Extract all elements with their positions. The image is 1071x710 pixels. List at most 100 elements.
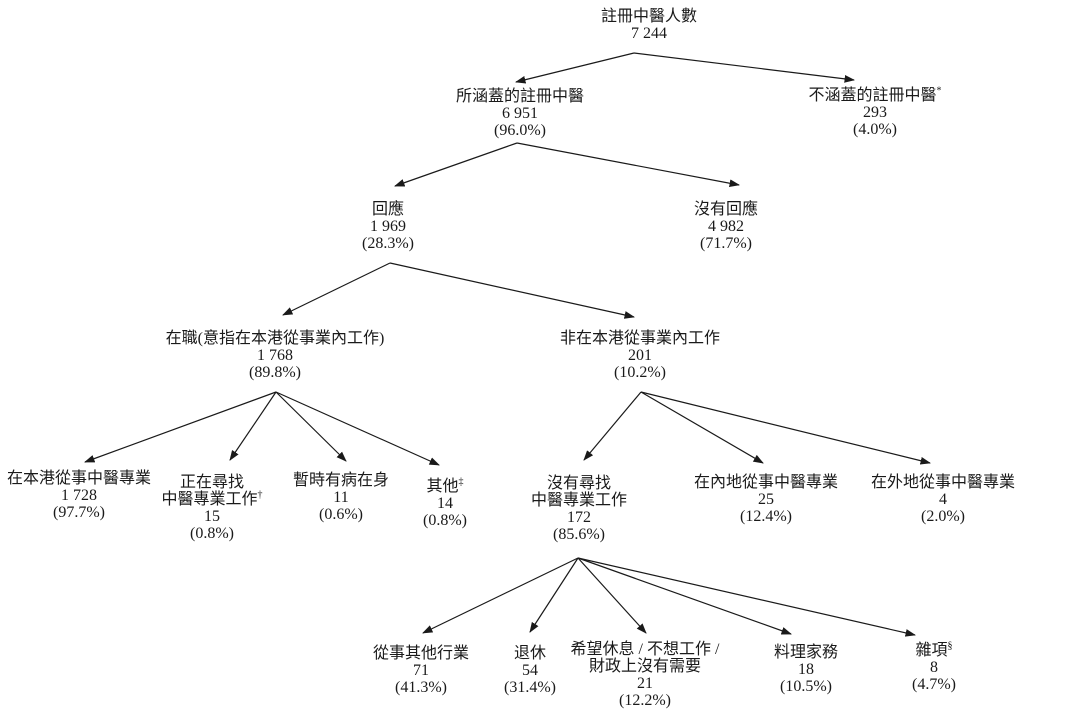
node-percent: (12.2%): [619, 692, 671, 709]
node-label: 在本港從事中醫專業: [6, 470, 152, 487]
node-label: 不涵蓋的註冊中醫*: [808, 85, 942, 104]
arrow-working-to-practising-hk: [84, 391, 277, 463]
node-percent: (89.8%): [249, 364, 301, 381]
node-value: 4 982: [707, 218, 744, 235]
node-housework: 料理家務 18 (10.5%): [774, 644, 838, 695]
node-value: 293: [862, 104, 887, 121]
node-value: 1 728: [60, 487, 97, 504]
node-value: 14: [436, 495, 453, 512]
arrow-root-to-not-covered: [633, 52, 855, 83]
node-label: 在職(意指在本港從事業內工作): [165, 330, 385, 347]
node-value: 172: [566, 509, 591, 526]
node-value: 4: [938, 491, 947, 508]
node-label: 從事其他行業: [372, 645, 470, 662]
node-percent: (0.6%): [319, 506, 363, 523]
node-label: 回應: [371, 201, 405, 218]
node-value: 7 244: [630, 25, 667, 42]
node-label: 料理家務: [773, 644, 839, 661]
node-not-seeking-work: 沒有尋找 中醫專業工作 172 (85.6%): [531, 475, 627, 543]
arrow-responded-to-not-working: [389, 262, 635, 319]
node-percent: (4.7%): [912, 676, 956, 693]
node-value: 21: [637, 675, 653, 692]
arrow-not-working-to-overseas: [640, 391, 931, 465]
arrow-covered-to-responded: [394, 142, 518, 187]
node-percent: (28.3%): [362, 235, 414, 252]
footnote-double-dagger-marker: ‡: [458, 476, 464, 488]
node-practising-in-hk: 在本港從事中醫專業 1 728 (97.7%): [7, 470, 151, 521]
arrow-not-working-to-mainland: [640, 391, 764, 464]
node-temporarily-ill: 暫時有病在身 11 (0.6%): [293, 472, 389, 523]
footnote-dagger-marker: †: [257, 489, 263, 501]
node-percent: (10.2%): [614, 364, 666, 381]
node-label: 暫時有病在身: [292, 472, 390, 489]
arrow-not-seeking-to-retired: [529, 557, 579, 633]
node-value: 25: [757, 491, 774, 508]
footnote-asterisk-marker: *: [936, 85, 942, 97]
arrow-responded-to-working: [282, 262, 391, 316]
node-value: 8: [929, 659, 938, 676]
node-wish-to-rest: 希望休息 / 不想工作 / 財政上沒有需要 21 (12.2%): [571, 641, 720, 709]
arrow-not-seeking-to-other-industry: [422, 557, 579, 634]
node-not-working-in-hk: 非在本港從事業內工作 201 (10.2%): [560, 330, 720, 381]
node-covered: 所涵蓋的註冊中醫 6 951 (96.0%): [456, 88, 584, 139]
arrow-not-working-to-not-seeking: [583, 391, 642, 461]
node-percent: (97.7%): [53, 504, 105, 521]
node-retired: 退休 54 (31.4%): [504, 645, 556, 696]
arrow-root-to-covered: [515, 52, 635, 84]
node-value: 1 768: [256, 347, 293, 364]
node-label: 其他‡: [426, 476, 464, 495]
arrow-not-seeking-to-rest: [577, 557, 647, 634]
arrow-not-seeking-to-miscellaneous: [577, 557, 916, 637]
node-percent: (71.7%): [700, 235, 752, 252]
node-working: 在職(意指在本港從事業內工作) 1 768 (89.8%): [166, 330, 385, 381]
node-value: 71: [412, 662, 429, 679]
node-percent: (12.4%): [740, 508, 792, 525]
node-label: 希望休息 / 不想工作 /: [570, 641, 720, 658]
node-label: 雜項§: [915, 640, 953, 659]
node-label-line2: 中醫專業工作: [530, 492, 628, 509]
node-label: 所涵蓋的註冊中醫: [455, 88, 585, 105]
arrow-covered-to-no-response: [516, 142, 740, 188]
node-value: 201: [627, 347, 652, 364]
arrow-working-to-others: [275, 391, 440, 466]
arrow-working-to-ill: [275, 391, 347, 462]
node-others: 其他‡ 14 (0.8%): [423, 476, 467, 529]
arrow-not-seeking-to-housework: [577, 557, 792, 635]
node-percent: (41.3%): [395, 679, 447, 696]
node-percent: (85.6%): [553, 526, 605, 543]
node-root: 註冊中醫人數 7 244: [601, 8, 697, 42]
node-label: 在外地從事中醫專業: [870, 474, 1016, 491]
node-percent: (0.8%): [190, 525, 234, 542]
node-label-line2: 中醫專業工作†: [161, 489, 263, 508]
node-not-covered: 不涵蓋的註冊中醫* 293 (4.0%): [808, 85, 942, 138]
footnote-section-marker: §: [947, 640, 953, 652]
node-responded: 回應 1 969 (28.3%): [362, 201, 414, 252]
node-percent: (0.8%): [423, 512, 467, 529]
node-miscellaneous: 雜項§ 8 (4.7%): [912, 640, 956, 693]
node-label: 非在本港從事業內工作: [559, 330, 721, 347]
node-practising-overseas: 在外地從事中醫專業 4 (2.0%): [871, 474, 1015, 525]
node-other-industry: 從事其他行業 71 (41.3%): [373, 645, 469, 696]
node-value: 11: [333, 489, 349, 506]
node-label: 沒有回應: [693, 201, 759, 218]
node-seeking-work: 正在尋找 中醫專業工作† 15 (0.8%): [161, 474, 262, 542]
node-label: 在內地從事中醫專業: [693, 474, 839, 491]
node-label-line2: 財政上沒有需要: [588, 658, 701, 675]
node-no-response: 沒有回應 4 982 (71.7%): [694, 201, 758, 252]
node-percent: (2.0%): [921, 508, 965, 525]
node-label: 註冊中醫人數: [600, 8, 698, 25]
node-label: 正在尋找: [179, 474, 245, 491]
node-value: 18: [797, 661, 814, 678]
node-percent: (31.4%): [504, 679, 556, 696]
node-label: 退休: [513, 645, 547, 662]
arrow-working-to-seeking: [229, 391, 277, 461]
node-practising-mainland: 在內地從事中醫專業 25 (12.4%): [694, 474, 838, 525]
node-percent: (4.0%): [853, 121, 897, 138]
node-percent: (96.0%): [494, 122, 546, 139]
node-value: 1 969: [369, 218, 406, 235]
node-percent: (10.5%): [780, 678, 832, 695]
node-label: 沒有尋找: [546, 475, 612, 492]
node-value: 6 951: [501, 105, 538, 122]
